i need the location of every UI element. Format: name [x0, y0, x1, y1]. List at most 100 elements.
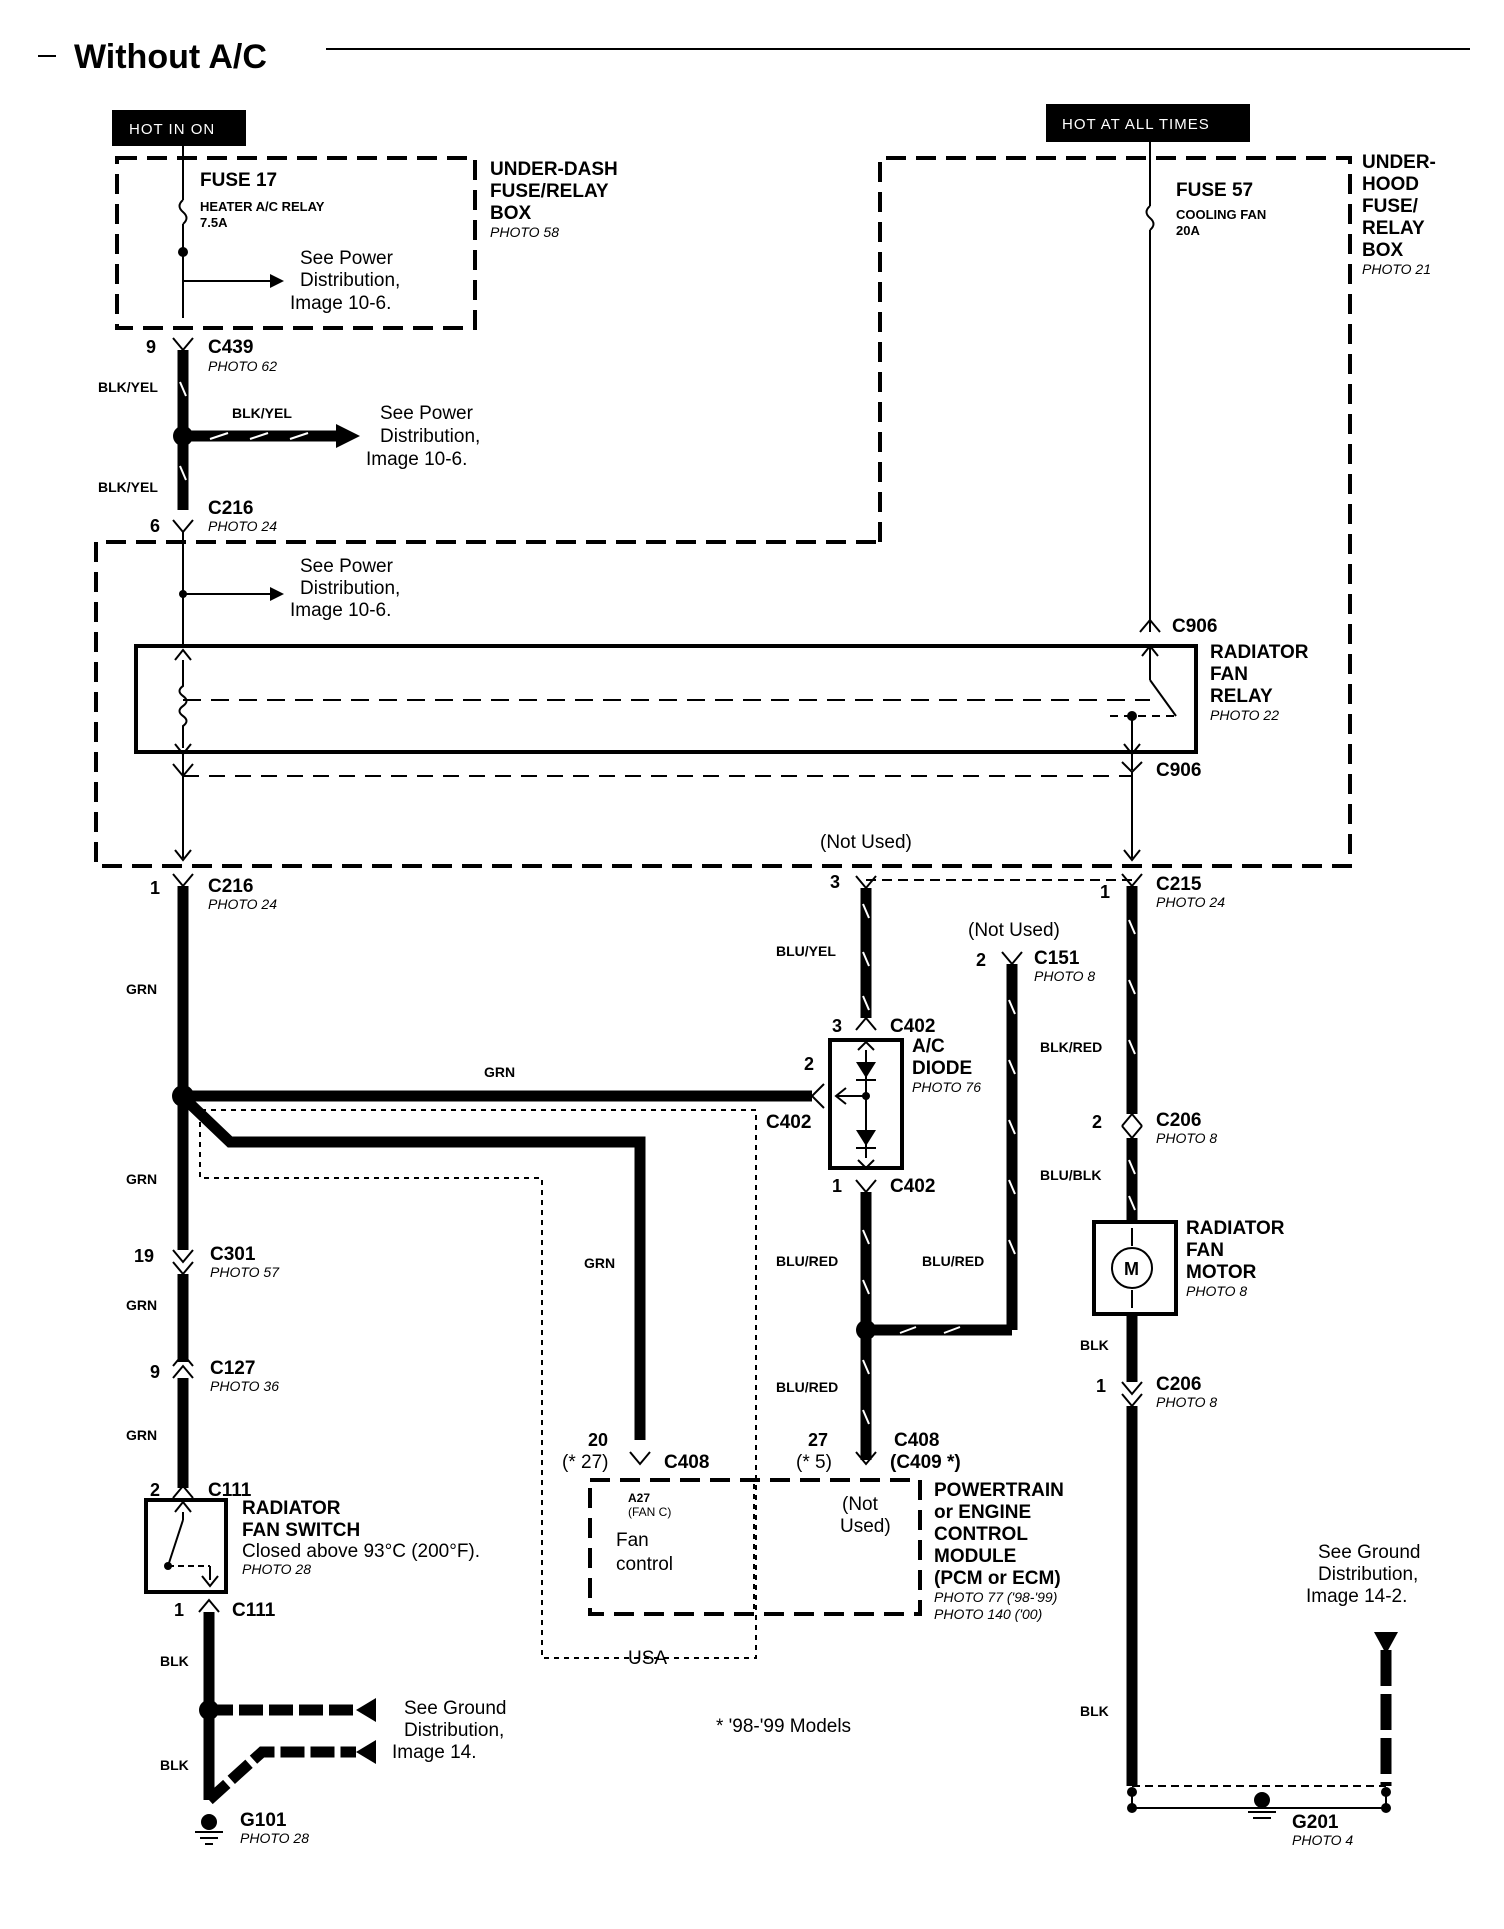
- g101-label: G101: [240, 1810, 287, 1831]
- wire-label-blk-4: BLK: [1080, 1703, 1109, 1719]
- c402-pin3-label: 3: [832, 1016, 842, 1036]
- svg-text:See Power: See Power: [300, 556, 394, 577]
- c111-pin-1: 1: [174, 1600, 184, 1620]
- svg-text:7.5A: 7.5A: [200, 215, 228, 230]
- svg-text:FAN: FAN: [1186, 1240, 1224, 1261]
- ground-arrow-icon: [1374, 1632, 1398, 1654]
- wire-label-blk-yel-2: BLK/YEL: [98, 479, 158, 495]
- pcm-fan-control-1: Fan: [616, 1530, 649, 1551]
- svg-text:PHOTO 77 ('98-'99): PHOTO 77 ('98-'99): [934, 1589, 1057, 1605]
- c151-label: C151: [1034, 948, 1080, 969]
- wire-label-grn-4: GRN: [126, 1427, 157, 1443]
- radiator-fan-motor-label: RADIATOR FAN MOTOR PHOTO 8: [1186, 1218, 1285, 1299]
- c206-top-connector-icon: [1121, 1112, 1143, 1127]
- svg-text:Image 10-6.: Image 10-6.: [290, 293, 391, 314]
- svg-text:UNDER-: UNDER-: [1362, 152, 1436, 173]
- diode-icon: [856, 1130, 876, 1146]
- svg-text:FUSE 17: FUSE 17: [200, 170, 277, 191]
- svg-text:PHOTO 76: PHOTO 76: [912, 1079, 981, 1095]
- c402-pin4-connector-icon: [855, 875, 877, 890]
- c402-pin2-label: 2: [804, 1054, 814, 1074]
- c216-bottom-connector-icon: [172, 873, 194, 888]
- svg-text:See Ground: See Ground: [1318, 1542, 1420, 1563]
- c206-bottom-connector-icon: [1121, 1381, 1143, 1396]
- fuse17-splice: [178, 247, 188, 257]
- wire-label-grn-horizontal: GRN: [484, 1064, 515, 1080]
- c206-pin-2: 2: [1092, 1112, 1102, 1132]
- svg-text:POWERTRAIN: POWERTRAIN: [934, 1480, 1064, 1501]
- wire-label-blu-red-2: BLU/RED: [776, 1379, 838, 1395]
- wire-label-blu-blk: BLU/BLK: [1040, 1167, 1101, 1183]
- c409-label: (C409 *): [890, 1452, 961, 1473]
- c408-label-right: C408: [894, 1430, 939, 1451]
- svg-text:PHOTO 8: PHOTO 8: [1186, 1283, 1247, 1299]
- c408-pin-27: 27: [808, 1430, 828, 1450]
- svg-text:Closed above 93°C (200°F).: Closed above 93°C (200°F).: [242, 1541, 480, 1562]
- c402-label-top: C402: [890, 1016, 935, 1037]
- c216-photo-top: PHOTO 24: [208, 518, 277, 534]
- c111-pin-2: 2: [150, 1480, 160, 1500]
- svg-text:PHOTO 21: PHOTO 21: [1362, 261, 1431, 277]
- c402-pin1-connector-icon: [855, 1179, 877, 1194]
- c216-label-top: C216: [208, 498, 253, 519]
- pcm-pin-a27: A27: [628, 1491, 650, 1505]
- see-power-distribution-3: See Power Distribution, Image 10-6.: [290, 556, 400, 621]
- under-hood-box-label: UNDER- HOOD FUSE/ RELAY BOX PHOTO 21: [1362, 152, 1436, 277]
- svg-text:CONTROL: CONTROL: [934, 1524, 1028, 1545]
- svg-text:A/C: A/C: [912, 1036, 945, 1057]
- pcm-module: [588, 1478, 922, 1616]
- svg-text:HEATER A/C RELAY: HEATER A/C RELAY: [200, 199, 325, 214]
- wire-label-blk-yel-1: BLK/YEL: [98, 379, 158, 395]
- g101-photo: PHOTO 28: [240, 1830, 309, 1846]
- svg-text:See Power: See Power: [300, 248, 394, 269]
- g201-label: G201: [1292, 1812, 1339, 1833]
- footnote-models: * '98-'99 Models: [716, 1716, 851, 1737]
- wire-label-blk-3: BLK: [1080, 1337, 1109, 1353]
- c408-connector-right-icon: [855, 1451, 877, 1466]
- pcm-not-used-2: Used): [840, 1516, 891, 1537]
- c408-pin-alt-27: (* 27): [562, 1452, 608, 1473]
- c127-label: C127: [210, 1358, 255, 1379]
- radiator-fan-relay-label: RADIATOR FAN RELAY PHOTO 22: [1210, 642, 1309, 723]
- under-dash-fuse-relay-box: [115, 156, 477, 330]
- usa-label: USA: [628, 1648, 667, 1669]
- pcm-not-used-1: (Not: [842, 1494, 879, 1515]
- wire-label-blu-red-1: BLU/RED: [776, 1253, 838, 1269]
- c906-connector-top-icon: [1139, 618, 1161, 633]
- c151-pin: 2: [976, 950, 986, 970]
- svg-text:HOOD: HOOD: [1362, 174, 1419, 195]
- c151-photo: PHOTO 8: [1034, 968, 1095, 984]
- hot-in-on-badge: HOT IN ON: [112, 110, 246, 146]
- svg-text:FUSE/RELAY: FUSE/RELAY: [490, 181, 609, 202]
- wire-label-blu-red-3: BLU/RED: [922, 1253, 984, 1269]
- svg-text:FUSE/: FUSE/: [1362, 196, 1419, 217]
- arrow-right-icon: [270, 587, 284, 601]
- c215-pin: 1: [1100, 882, 1110, 902]
- radiator-fan-relay: [134, 644, 1198, 754]
- relay-switch-contact: [1149, 679, 1177, 717]
- c216-pin-1: 1: [150, 878, 160, 898]
- c216-connector-icon: [172, 519, 194, 534]
- c439-connector-icon: [172, 337, 194, 352]
- wire-label-blk-red: BLK/RED: [1040, 1039, 1102, 1055]
- svg-text:(PCM or ECM): (PCM or ECM): [934, 1568, 1061, 1589]
- relay-coil-symbol: [178, 660, 188, 748]
- c906-label-bottom: C906: [1156, 760, 1201, 781]
- c301-connector-icon: [172, 1249, 194, 1264]
- svg-text:PHOTO 140 ('00): PHOTO 140 ('00): [934, 1606, 1042, 1622]
- c206-label-top: C206: [1156, 1110, 1201, 1131]
- svg-text:RELAY: RELAY: [1210, 686, 1273, 707]
- wire-label-blk-2: BLK: [160, 1757, 189, 1773]
- fuse57-symbol: [1145, 205, 1155, 231]
- svg-text:RADIATOR: RADIATOR: [1186, 1218, 1285, 1239]
- c301-label: C301: [210, 1244, 256, 1265]
- c127-connector-icon: [172, 1352, 194, 1367]
- svg-text:FUSE 57: FUSE 57: [1176, 180, 1253, 201]
- svg-text:Distribution,: Distribution,: [404, 1720, 504, 1741]
- c111-bottom-connector-icon: [198, 1598, 220, 1613]
- svg-text:HOT IN ON: HOT IN ON: [129, 121, 215, 138]
- motor-symbol: M: [1124, 1259, 1139, 1279]
- under-dash-box-label: UNDER-DASH FUSE/RELAY BOX PHOTO 58: [490, 159, 618, 240]
- wire-grn-to-pcm: [182, 1096, 646, 1440]
- ac-diode-label: A/C DIODE PHOTO 76: [912, 1036, 981, 1095]
